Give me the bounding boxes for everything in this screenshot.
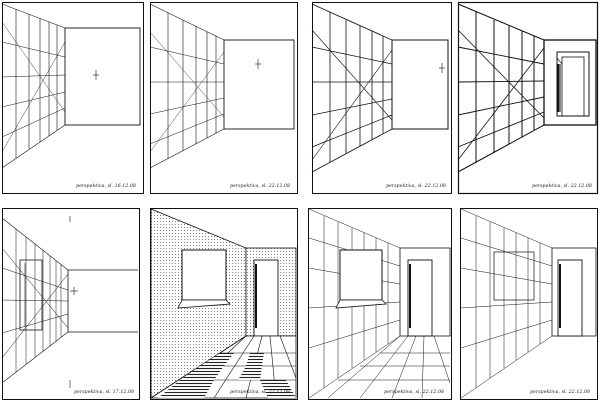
panel-caption: perspektiva, sl. 22.12.08 bbox=[230, 390, 290, 395]
panel-caption: perspektiva, sl. 16.12.08 bbox=[76, 184, 136, 189]
perspective-drawing-5 bbox=[1, 208, 140, 400]
panel-caption: perspektiva, sl. 17.12.08 bbox=[74, 390, 134, 395]
panel-caption: perspektiva, sl. 22.12.08 bbox=[230, 184, 290, 189]
drawing-panel-2: perspektiva, sl. 22.12.08 bbox=[149, 2, 298, 194]
panel-caption: perspektiva, sl. 22.12.08 bbox=[530, 390, 590, 395]
drawing-panel-3: perspektiva, sl. 22.12.08 bbox=[311, 2, 452, 194]
drawing-panel-4: perspektiva, sl. 22.12.08 bbox=[457, 1, 599, 195]
perspective-drawing-6 bbox=[149, 208, 298, 400]
perspective-drawing-1 bbox=[1, 2, 144, 194]
perspective-drawing-2 bbox=[149, 2, 298, 194]
drawing-panel-7: perspektiva, sl. 22.12.08 bbox=[308, 208, 452, 400]
panel-caption: perspektiva, sl. 22.12.08 bbox=[386, 184, 446, 189]
perspective-drawing-3 bbox=[311, 2, 452, 194]
perspective-drawing-7 bbox=[308, 208, 452, 400]
drawing-panel-5: perspektiva, sl. 17.12.08 bbox=[1, 208, 140, 400]
perspective-drawing-8 bbox=[460, 208, 598, 400]
drawing-panel-6: perspektiva, sl. 22.12.08 bbox=[149, 208, 298, 400]
panel-caption: perspektiva, sl. 22.12.08 bbox=[384, 390, 444, 395]
perspective-drawing-4 bbox=[457, 1, 599, 195]
panel-caption: perspektiva, sl. 22.12.08 bbox=[532, 184, 592, 189]
drawing-panel-8: perspektiva, sl. 22.12.08 bbox=[460, 208, 598, 400]
drawing-panel-1: perspektiva, sl. 16.12.08 bbox=[1, 2, 144, 194]
